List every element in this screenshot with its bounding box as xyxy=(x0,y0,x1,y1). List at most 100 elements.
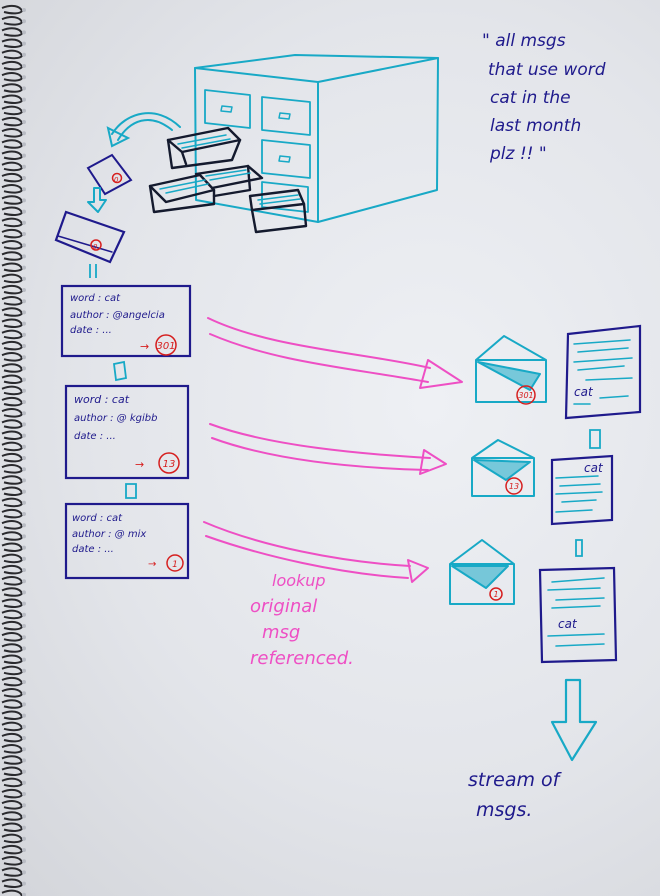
quote-line-1: " all msgs xyxy=(482,31,566,51)
spiral-hole xyxy=(22,523,26,528)
spiral-loop xyxy=(1,329,24,340)
spiral-hole xyxy=(22,624,26,628)
spiral-hole xyxy=(22,288,26,292)
spiral-hole xyxy=(22,220,26,225)
spiral-loop xyxy=(1,497,24,508)
spiral-hole xyxy=(22,310,26,315)
spiral-loop xyxy=(1,878,24,888)
spiral-hole xyxy=(22,120,26,124)
lookup-arrow-1 xyxy=(207,317,463,389)
spiral-loop xyxy=(1,206,24,216)
spiral-loop xyxy=(1,788,24,799)
spiral-hole xyxy=(22,232,26,236)
record-word: word : cat xyxy=(70,293,121,304)
record-word: word : cat xyxy=(74,393,130,406)
spiral-loop xyxy=(1,284,24,295)
lookup-line-1: lookup xyxy=(272,571,326,590)
lookup-line-4: referenced. xyxy=(250,648,354,669)
down-arrow-icon xyxy=(589,429,601,449)
spiral-loop xyxy=(1,833,24,844)
spiral-hole xyxy=(22,792,26,796)
spiral-hole xyxy=(22,254,26,259)
spiral-loop xyxy=(1,688,24,698)
spiral-hole xyxy=(22,19,26,24)
spiral-loop xyxy=(1,441,24,452)
spiral-hole xyxy=(22,276,26,281)
query-quote: " all msgs that use word cat in the last… xyxy=(482,31,606,164)
spiral-hole xyxy=(22,612,26,617)
spiral-loop xyxy=(1,475,24,485)
spiral-hole xyxy=(22,489,26,494)
arrow-icon: → xyxy=(148,559,156,570)
spiral-loop xyxy=(1,531,24,541)
spiral-hole xyxy=(22,97,26,102)
spiral-loop xyxy=(1,161,24,172)
spiral-binding xyxy=(1,4,26,896)
spiral-hole xyxy=(22,836,26,841)
spiral-loop xyxy=(1,307,24,317)
spiral-loop xyxy=(1,430,24,440)
spiral-loop xyxy=(1,800,24,810)
spiral-hole xyxy=(22,780,26,785)
spiral-hole xyxy=(22,534,26,539)
down-arrow-icon xyxy=(575,539,583,557)
quote-line-5: plz !! " xyxy=(489,144,547,164)
lookup-note: lookup original msg referenced. xyxy=(250,571,354,669)
spiral-hole xyxy=(22,590,26,595)
index-record-1: word : cat author : @angelcia date : ...… xyxy=(60,284,192,358)
spiral-hole xyxy=(22,422,26,427)
down-arrow-icon xyxy=(125,483,137,499)
spiral-loop xyxy=(1,520,24,530)
spiral-loop xyxy=(1,408,24,418)
spiral-loop xyxy=(1,195,24,205)
spiral-hole xyxy=(22,691,26,696)
card-ref-1: 0 xyxy=(114,176,119,184)
spiral-hole xyxy=(22,299,26,304)
lookup-line-2: original xyxy=(250,596,317,617)
spiral-hole xyxy=(22,870,26,875)
record-ref: 13 xyxy=(163,459,176,470)
spiral-hole xyxy=(22,366,26,371)
spiral-loop xyxy=(1,598,24,608)
spiral-hole xyxy=(22,64,26,68)
spiral-loop xyxy=(1,374,24,384)
spiral-loop xyxy=(1,732,24,743)
spiral-hole xyxy=(22,164,26,169)
spiral-hole xyxy=(22,713,26,718)
spiral-loop xyxy=(1,352,24,362)
document-label: cat xyxy=(574,385,594,399)
stream-arrow-icon xyxy=(550,678,598,762)
spiral-loop xyxy=(1,60,24,71)
spiral-hole xyxy=(22,187,26,192)
spiral-hole xyxy=(22,803,26,808)
spiral-loop xyxy=(1,49,24,60)
spiral-loop xyxy=(1,464,24,474)
spiral-loop xyxy=(1,665,24,676)
spiral-loop xyxy=(1,150,24,160)
spiral-loop xyxy=(1,721,24,732)
stream-line-1: stream of xyxy=(468,769,563,791)
spiral-hole xyxy=(22,892,26,896)
spiral-loop xyxy=(1,777,24,788)
spiral-loop xyxy=(1,116,24,127)
spiral-loop xyxy=(1,139,24,149)
envelope-ref: 1 xyxy=(493,590,498,599)
spiral-hole xyxy=(22,444,26,449)
message-document-1 xyxy=(564,324,642,420)
spiral-hole xyxy=(22,142,26,147)
spiral-hole xyxy=(22,355,26,360)
spiral-loop xyxy=(1,587,24,597)
index-record-2: word : cat author : @ kgibb date : ... →… xyxy=(64,384,190,480)
spiral-loop xyxy=(1,620,24,631)
spiral-hole xyxy=(22,198,26,203)
spiral-hole xyxy=(22,75,26,80)
spiral-loop xyxy=(1,632,24,642)
spiral-hole xyxy=(22,500,26,505)
spiral-loop xyxy=(1,609,24,620)
envelope-icon xyxy=(475,335,547,405)
record-date: date : ... xyxy=(72,544,114,555)
spiral-hole xyxy=(22,153,26,158)
index-record-3: word : cat author : @ mix date : ... → 1 xyxy=(64,502,190,580)
message-document-2 xyxy=(550,454,614,526)
